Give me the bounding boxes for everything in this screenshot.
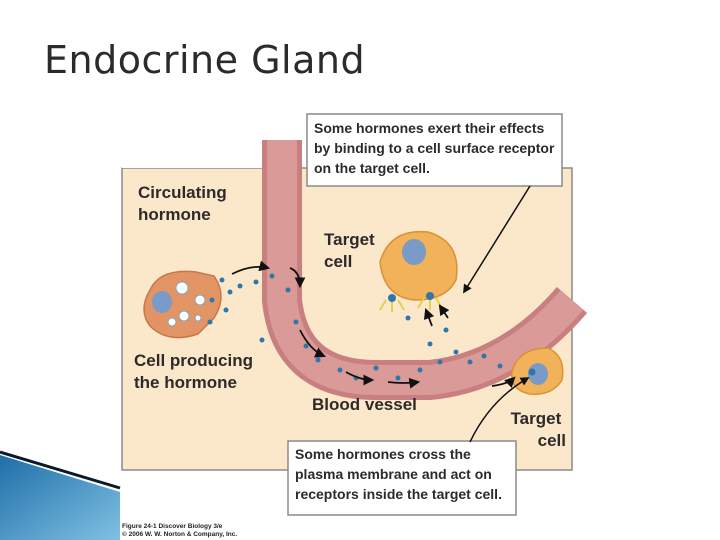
label-producing-cell: Cell producing the hormone — [134, 351, 258, 392]
label-target-cell-bottom: Target cell — [511, 409, 566, 450]
label-circulating-hormone: Circulating hormone — [138, 183, 232, 224]
corner-decoration — [0, 455, 120, 540]
callout-top-pointer — [463, 185, 531, 294]
target-cell-bottom-nucleus — [528, 363, 548, 385]
figure-credit: Figure 24-1 Discover Biology 3/e © 2006 … — [122, 523, 237, 538]
callout-top-text: Some hormones exert their effects by bin… — [314, 120, 558, 176]
corner-decoration-line — [0, 450, 121, 490]
producing-cell-nucleus — [152, 291, 172, 313]
callout-bottom-text: Some hormones cross the plasma membrane … — [295, 446, 502, 502]
callout-bottom-box — [287, 440, 517, 516]
callout-bottom-pointer — [469, 377, 530, 443]
producing-cell — [143, 270, 222, 339]
secretory-vesicles — [167, 281, 206, 327]
flow-arrows — [231, 260, 516, 389]
target-cell-top — [379, 230, 458, 301]
slide-title: Endocrine Gland — [44, 38, 366, 82]
target-cell-top-nucleus — [402, 239, 426, 265]
label-blood-vessel: Blood vessel — [312, 395, 417, 414]
hormone-molecules — [207, 273, 503, 381]
label-target-cell-top: Target cell — [324, 230, 379, 271]
callout-top-box — [306, 113, 563, 187]
blood-vessel-inner — [267, 140, 584, 395]
